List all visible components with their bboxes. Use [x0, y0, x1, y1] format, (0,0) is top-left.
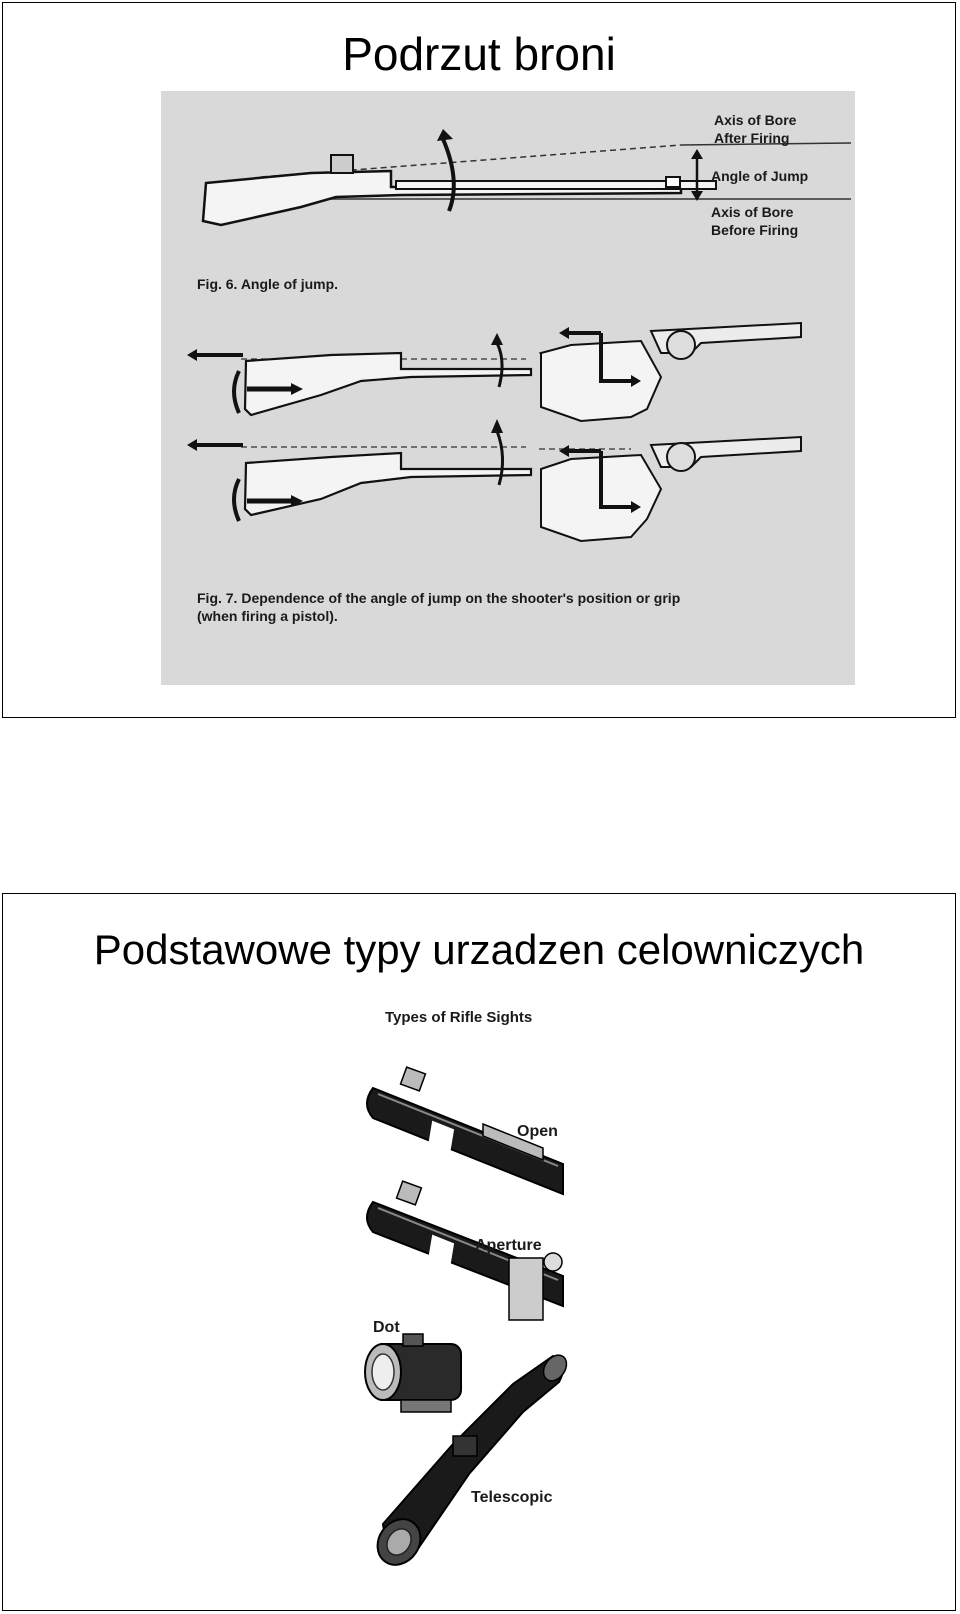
open-sight-drawing [366, 1066, 564, 1196]
dot-sight-label: Dot [373, 1319, 400, 1336]
sights-heading: Types of Rifle Sights [385, 1009, 532, 1026]
telescopic-sight-drawing [376, 1354, 568, 1566]
pistol-drawing-fig7-bottom [539, 435, 802, 543]
slide-sight-types: Podstawowe typy urzadzen celowniczych Ty… [2, 893, 956, 1611]
slide-angle-of-jump: Podrzut broni Axis of Bore After Firing … [2, 2, 956, 718]
axis-before-label-1: Axis of Bore [711, 204, 794, 220]
axis-before-label-2: Before Firing [711, 222, 798, 238]
angle-of-jump-label: Angle of Jump [711, 168, 808, 184]
rifle-drawing-fig6 [201, 129, 852, 227]
rifle-sights-figure: Types of Rifle Sights Open Aperture [343, 1004, 623, 1584]
rifle-sights-illustration: Types of Rifle Sights Open Aperture [364, 1009, 568, 1566]
axis-after-label-1: Axis of Bore [714, 112, 797, 128]
pistol-drawing-fig7-top [539, 321, 802, 423]
angle-of-jump-illustration: Axis of Bore After Firing Angle of Jump … [187, 112, 852, 624]
open-sight-label: Open [517, 1123, 558, 1140]
angle-of-jump-figure: Axis of Bore After Firing Angle of Jump … [161, 91, 855, 685]
dot-sight-drawing [364, 1333, 462, 1413]
fig7-caption-line1: Fig. 7. Dependence of the angle of jump … [197, 590, 680, 606]
slide-title: Podstawowe typy urzadzen celowniczych [93, 926, 865, 973]
rifle-drawing-fig7-bottom [187, 419, 533, 522]
telescopic-sight-label: Telescopic [471, 1489, 553, 1506]
axis-after-label-2: After Firing [714, 130, 789, 146]
aperture-sight-drawing [366, 1180, 564, 1321]
rifle-drawing-fig7-top [187, 333, 533, 417]
fig7-caption-line2: (when firing a pistol). [197, 608, 338, 624]
fig6-caption: Fig. 6. Angle of jump. [197, 276, 338, 292]
slide-title: Podrzut broni [342, 28, 616, 80]
aperture-sight-label: Aperture [475, 1237, 542, 1254]
